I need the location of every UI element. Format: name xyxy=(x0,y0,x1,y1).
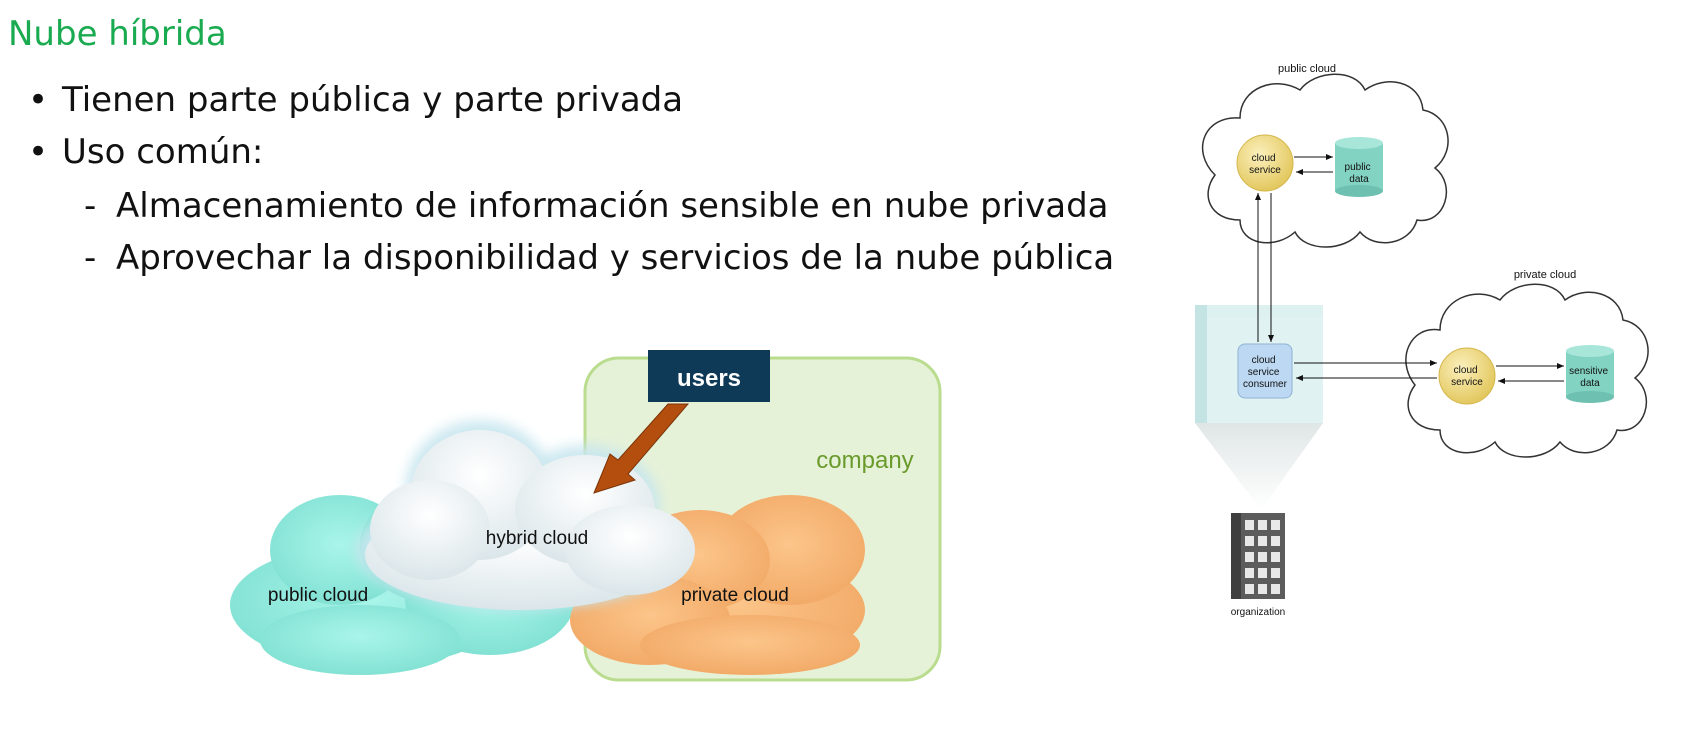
hybrid-cloud-label: hybrid cloud xyxy=(486,528,588,549)
cloud-service-consumer xyxy=(1237,343,1293,399)
bullet-text: Tienen parte pública y parte privada xyxy=(62,80,684,120)
public-cloud-label: public cloud xyxy=(268,585,368,606)
private-cloud-label: private cloud xyxy=(681,585,789,606)
public-data-icon xyxy=(1335,137,1383,197)
organization-building-icon xyxy=(1231,513,1285,599)
company-label: company xyxy=(816,447,913,474)
cloud-consumer-diagram: public cloud cloud service public data c… xyxy=(1195,63,1649,618)
bullet-dot: • xyxy=(28,80,49,120)
sub-bullet-text: Almacenamiento de información sensible e… xyxy=(116,186,1109,226)
slide-title: Nube híbrida xyxy=(8,14,227,54)
cloud-service-private-label: cloud service xyxy=(1451,365,1483,388)
public-data-label: public data xyxy=(1345,162,1374,185)
sub-bullet-dash: - xyxy=(84,186,97,226)
users-label: users xyxy=(677,365,741,392)
users-arrow xyxy=(593,403,690,494)
private-cloud-caption: private cloud xyxy=(1514,269,1576,281)
bullet-dot: • xyxy=(28,132,49,172)
sub-bullet-text: Aprovechar la disponibilidad y servicios… xyxy=(116,238,1115,278)
consumer-label: cloud service consumer xyxy=(1243,355,1288,390)
cloud-service-public-label: cloud service xyxy=(1249,153,1281,176)
sensitive-data-label: sensitive data xyxy=(1569,366,1611,389)
sensitive-data-icon xyxy=(1566,345,1614,403)
consumer-glass-box xyxy=(1195,305,1323,510)
private-cloud-outline xyxy=(1405,283,1649,458)
users-box xyxy=(648,350,770,402)
cloud-service-public xyxy=(1236,134,1294,192)
bullet-text: Uso común: xyxy=(62,132,264,172)
public-cloud-outline xyxy=(1201,73,1449,248)
sub-bullet-dash: - xyxy=(84,238,97,278)
public-cloud-caption: public cloud xyxy=(1278,63,1336,75)
hybrid-cloud-diagram: company public cloud private cloud hybri… xyxy=(230,350,942,682)
cloud-service-private xyxy=(1438,347,1496,405)
organization-label: organization xyxy=(1231,607,1285,618)
